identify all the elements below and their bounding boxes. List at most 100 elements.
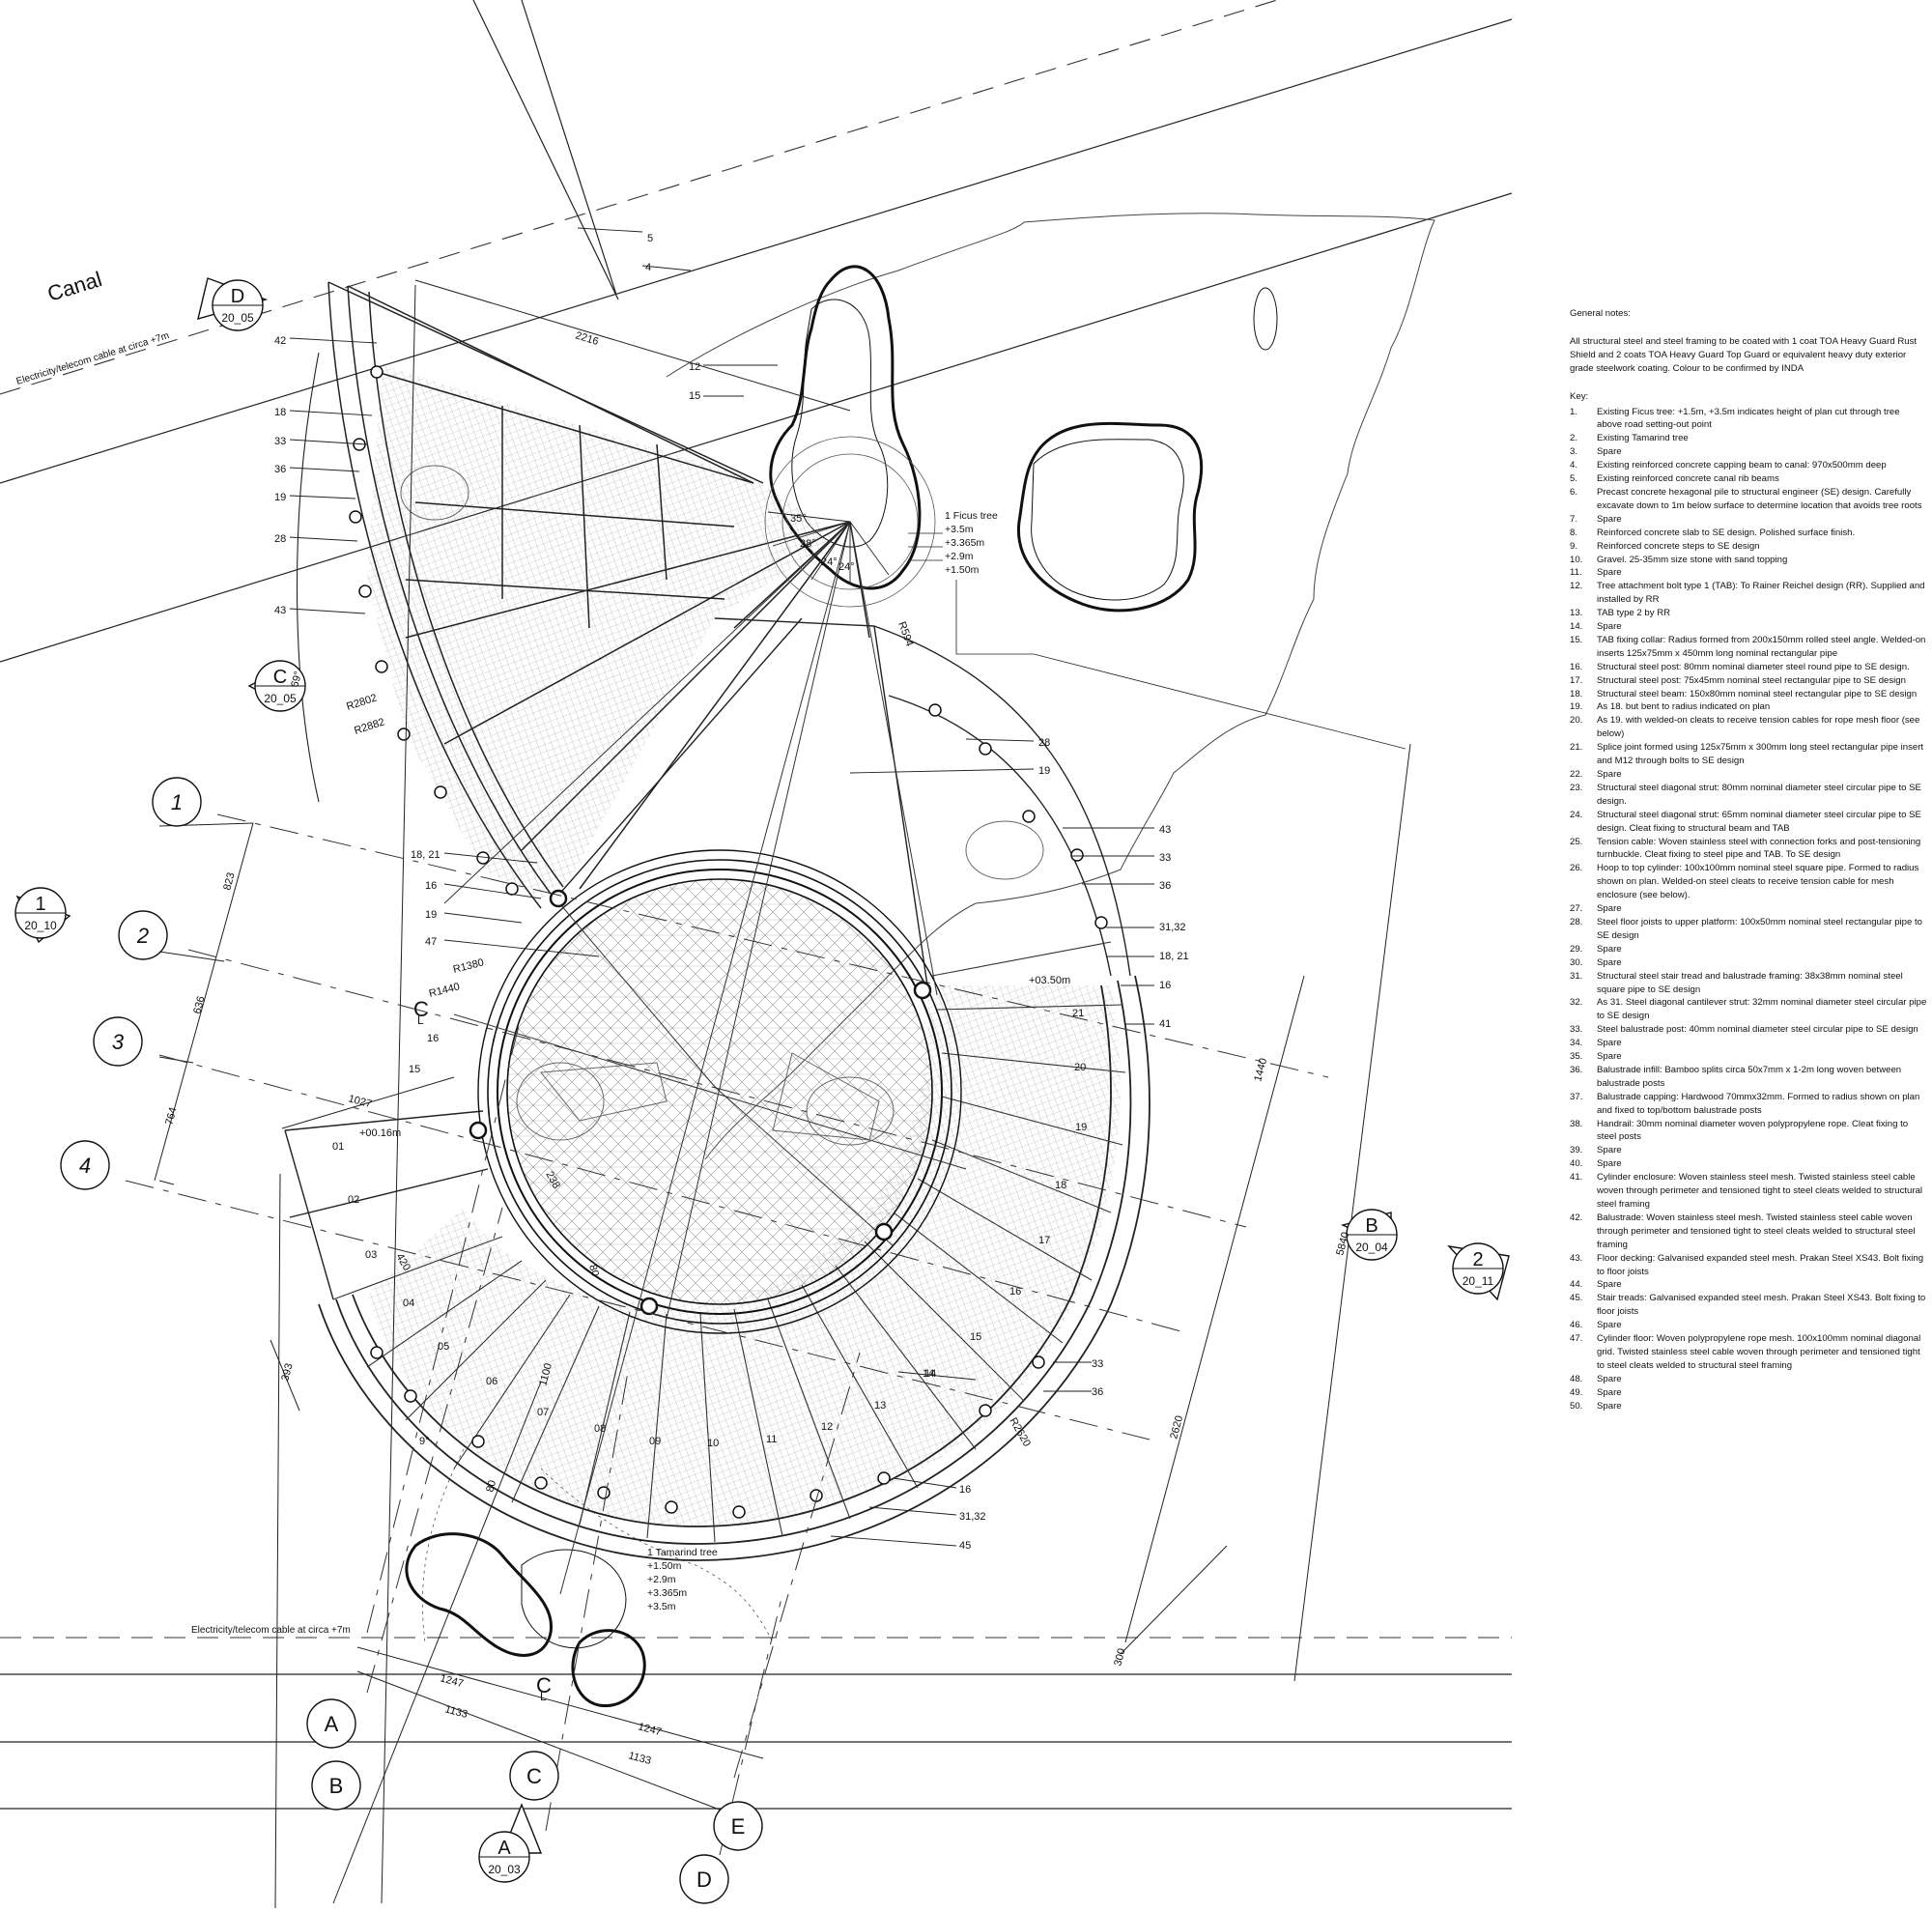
general-notes-panel: General notes: All structural steel and …: [1570, 307, 1927, 1413]
tamarind-tree-label: 1 Tamarind tree +1.50m +2.9m +3.365m +3.…: [647, 1547, 718, 1612]
grid-bubble-A[interactable]: [306, 1698, 356, 1749]
key-item-number: 9.: [1570, 540, 1578, 552]
key-item-text: Spare: [1597, 1051, 1622, 1063]
key-item-text: Existing reinforced concrete canal rib b…: [1597, 473, 1779, 485]
grid-bubble-3[interactable]: [93, 1016, 143, 1067]
gridlines-dashed: [125, 813, 1329, 1856]
callout-16-right: 16: [1159, 980, 1171, 991]
key-item-text: Spare: [1597, 1320, 1622, 1331]
grid-bubbles: [60, 777, 763, 1904]
key-item-text: Spare: [1597, 1279, 1622, 1291]
grid-label-4: 4: [79, 1154, 91, 1178]
key-item: 8.Reinforced concrete slab to SE design.…: [1570, 527, 1927, 540]
key-item-number: 5.: [1570, 473, 1578, 485]
key-item-number: 31.: [1570, 970, 1583, 982]
section-marker-A[interactable]: A 20_03: [478, 1803, 543, 1883]
grid-bubble-4[interactable]: [60, 1140, 110, 1190]
key-item-number: 46.: [1570, 1320, 1583, 1331]
section-marker-D[interactable]: D 20_05: [197, 277, 269, 331]
key-item-number: 15.: [1570, 634, 1583, 645]
grid-bubble-E[interactable]: [713, 1801, 763, 1851]
key-item-text: Existing reinforced concrete capping bea…: [1597, 460, 1887, 471]
callout-43-right: 43: [1159, 824, 1171, 836]
svg-text:+1.50m: +1.50m: [945, 564, 980, 576]
key-item-number: 29.: [1570, 943, 1583, 955]
key-item: 42.Balustrade: Woven stainless steel mes…: [1570, 1212, 1927, 1252]
grid-bubble-1[interactable]: [152, 777, 202, 827]
grid-bubble-D[interactable]: [679, 1854, 729, 1904]
callout-33: 33: [274, 436, 286, 447]
key-item-text: Splice joint formed using 125x75mm x 300…: [1597, 742, 1924, 767]
key-item-number: 13.: [1570, 608, 1583, 619]
key-item: 4.Existing reinforced concrete capping b…: [1570, 459, 1927, 472]
key-item: 45.Stair treads: Galvanised expanded ste…: [1570, 1292, 1927, 1319]
stair-17: 17: [1038, 1235, 1050, 1246]
key-item-number: 22.: [1570, 769, 1583, 780]
svg-text:20_03: 20_03: [488, 1863, 521, 1876]
key-item: 18.Structural steel beam: 150x80mm nomin…: [1570, 688, 1927, 701]
key-item-text: As 18. but bent to radius indicated on p…: [1597, 701, 1771, 713]
grid-bubble-B[interactable]: [311, 1760, 361, 1811]
key-item: 50.Spare: [1570, 1400, 1927, 1413]
callout-4: 4: [645, 262, 651, 273]
key-item-number: 37.: [1570, 1091, 1583, 1102]
svg-text:+3.365m: +3.365m: [945, 537, 984, 549]
key-item-text: Structural steel beam: 150x80mm nominal …: [1597, 688, 1918, 699]
key-item-text: As 19. with welded-on cleats to receive …: [1597, 715, 1920, 740]
key-item: 35.Spare: [1570, 1050, 1927, 1064]
key-item: 20.As 19. with welded-on cleats to recei…: [1570, 714, 1927, 741]
grid-bubble-2[interactable]: [118, 910, 168, 960]
key-item-number: 34.: [1570, 1038, 1583, 1049]
callout-47: 47: [425, 936, 437, 948]
key-item: 47.Cylinder floor: Woven polypropylene r…: [1570, 1332, 1927, 1373]
key-item-text: Spare: [1597, 1038, 1622, 1049]
key-item: 19.As 18. but bent to radius indicated o…: [1570, 700, 1927, 714]
callout-leaders: [289, 227, 1154, 1547]
section-marker-1[interactable]: 1 20_10: [14, 887, 71, 944]
key-item: 13.TAB type 2 by RR: [1570, 607, 1927, 620]
svg-text:+3.365m: +3.365m: [647, 1587, 687, 1599]
key-item-number: 40.: [1570, 1158, 1583, 1170]
key-item: 28.Steel floor joists to upper platform:…: [1570, 916, 1927, 943]
stair-10: 10: [707, 1438, 719, 1449]
key-item-number: 49.: [1570, 1386, 1583, 1398]
stair-14: 14: [924, 1368, 936, 1380]
callout-14: 14: [923, 1368, 934, 1380]
callout-28-right: 28: [1038, 737, 1050, 749]
key-item: 32.As 31. Steel diagonal cantilever stru…: [1570, 996, 1927, 1023]
key-item-text: Steel balustrade post: 40mm nominal diam…: [1597, 1024, 1918, 1036]
centerline-mark-bottom: C L: [536, 1673, 552, 1703]
key-item-number: 11.: [1570, 567, 1582, 579]
key-list: 1.Existing Ficus tree: +1.5m, +3.5m indi…: [1570, 406, 1927, 1413]
stair-01: 01: [332, 1141, 344, 1153]
stair-05: 05: [438, 1341, 449, 1353]
key-item: 29.Spare: [1570, 943, 1927, 956]
dim-69deg: 69°: [289, 670, 304, 689]
section-marker-C[interactable]: C 20_05: [247, 660, 306, 712]
callout-12: 12: [689, 361, 700, 373]
tamarind-tree-canopy: [405, 1532, 646, 1708]
key-item: 6.Precast concrete hexagonal pile to str…: [1570, 486, 1927, 513]
callout-5: 5: [647, 233, 653, 244]
stair-13: 13: [874, 1400, 886, 1412]
section-marker-B[interactable]: B 20_04: [1340, 1209, 1398, 1261]
key-item-number: 27.: [1570, 903, 1583, 915]
key-item: 22.Spare: [1570, 768, 1927, 782]
dim-R594: R594: [895, 620, 915, 648]
key-item-text: Structural steel post: 75x45mm nominal s…: [1597, 674, 1906, 686]
key-item-number: 14.: [1570, 621, 1583, 633]
key-item-number: 32.: [1570, 997, 1583, 1009]
dim-R1440: R1440: [428, 981, 461, 999]
callout-31-32-bottom: 31,32: [959, 1511, 986, 1523]
section-marker-2[interactable]: 2 20_11: [1447, 1242, 1510, 1301]
ficus-tree-label: 1 Ficus tree +3.5m +3.365m +2.9m +1.50m: [945, 510, 998, 576]
grid-label-1: 1: [171, 790, 183, 814]
dim-80-a: 80: [484, 1479, 498, 1494]
stair-07: 07: [537, 1407, 549, 1418]
svg-text:20_05: 20_05: [264, 692, 297, 705]
level-03-50: +03.50m: [1029, 975, 1070, 986]
key-item-text: Balustrade infill: Bamboo splits circa 5…: [1597, 1064, 1902, 1089]
callout-45: 45: [959, 1540, 971, 1552]
key-item: 9.Reinforced concrete steps to SE design: [1570, 540, 1927, 554]
grid-bubble-C[interactable]: [509, 1751, 559, 1801]
